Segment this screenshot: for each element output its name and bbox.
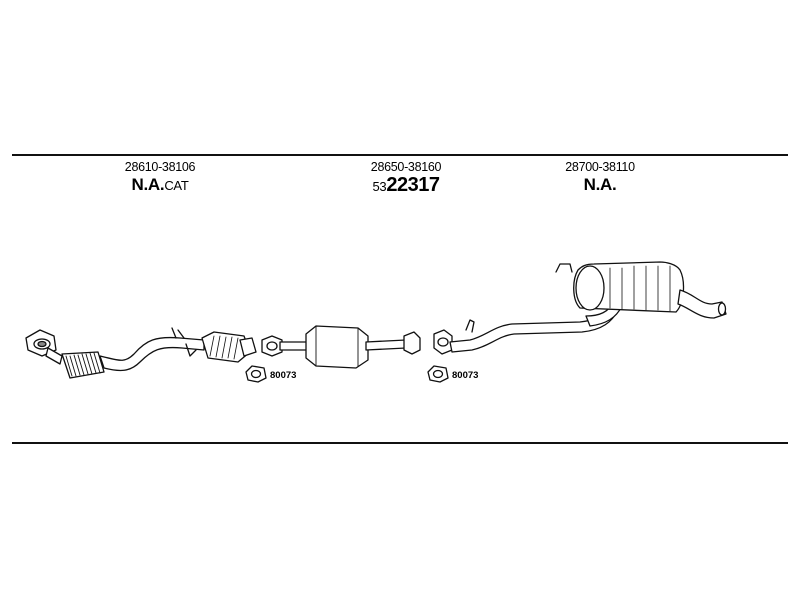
middle-silencer-code-prefix: 53 [372, 179, 387, 194]
rear-silencer-column: 28700-38110 N.A. [565, 160, 635, 195]
front-pipe-code-suffix: CAT [164, 178, 189, 193]
rear-silencer-code: N.A. [565, 175, 634, 195]
front-pipe-with-catalyst [25, 327, 257, 379]
gasket-2-label: 80073 [452, 370, 478, 381]
rear-pipe-with-silencer [433, 261, 727, 355]
middle-silencer-part-number: 28650-38160 [370, 160, 442, 174]
top-divider-line [12, 154, 788, 156]
middle-silencer-column: 28650-38160 5322317 [370, 160, 442, 197]
gasket-2 [427, 365, 449, 383]
gasket-1-label: 80073 [270, 370, 296, 381]
front-pipe-part-number: 28610-38106 [124, 160, 196, 174]
middle-silencer-code-main: 22317 [386, 174, 440, 196]
middle-silencer-code: 5322317 [371, 175, 441, 197]
gasket-1 [245, 365, 267, 383]
front-pipe-column: 28610-38106 N.A.CAT [124, 160, 196, 196]
rear-silencer-part-number: 28700-38110 [565, 160, 635, 174]
front-pipe-code: N.A.CAT [125, 175, 195, 196]
bottom-divider-line [12, 442, 788, 444]
front-pipe-code-main: N.A. [131, 175, 165, 194]
middle-silencer [261, 325, 421, 369]
rear-silencer-code-main: N.A. [583, 175, 617, 194]
